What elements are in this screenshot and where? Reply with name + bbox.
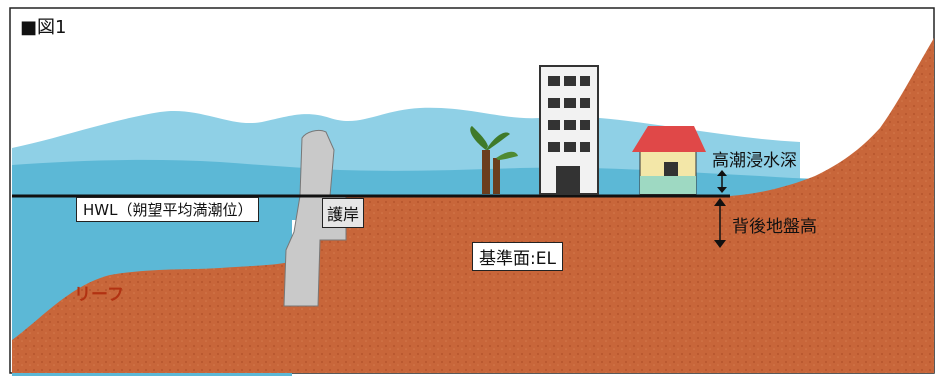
reef-seabed [12, 262, 300, 373]
high-tide-depth-label: 高潮浸水深 [712, 151, 797, 171]
high-tide-depth-arrow [717, 170, 727, 193]
ground-height-label: 背後地盤高 [732, 217, 817, 237]
figure-title: ■図1 [20, 17, 67, 38]
reef-label: リーフ [74, 285, 124, 305]
hinterland-ground [300, 38, 934, 373]
datum-label: 基準面:EL [472, 242, 563, 271]
apartment-building-icon [539, 65, 599, 195]
seawall-label: 護岸 [322, 198, 365, 228]
ground-height-arrow [714, 198, 726, 248]
house-icon [632, 126, 706, 195]
seawall [283, 129, 347, 307]
palm-tree-icon [470, 126, 518, 194]
hwl-label: HWL（朔望平均満潮位） [76, 197, 260, 222]
